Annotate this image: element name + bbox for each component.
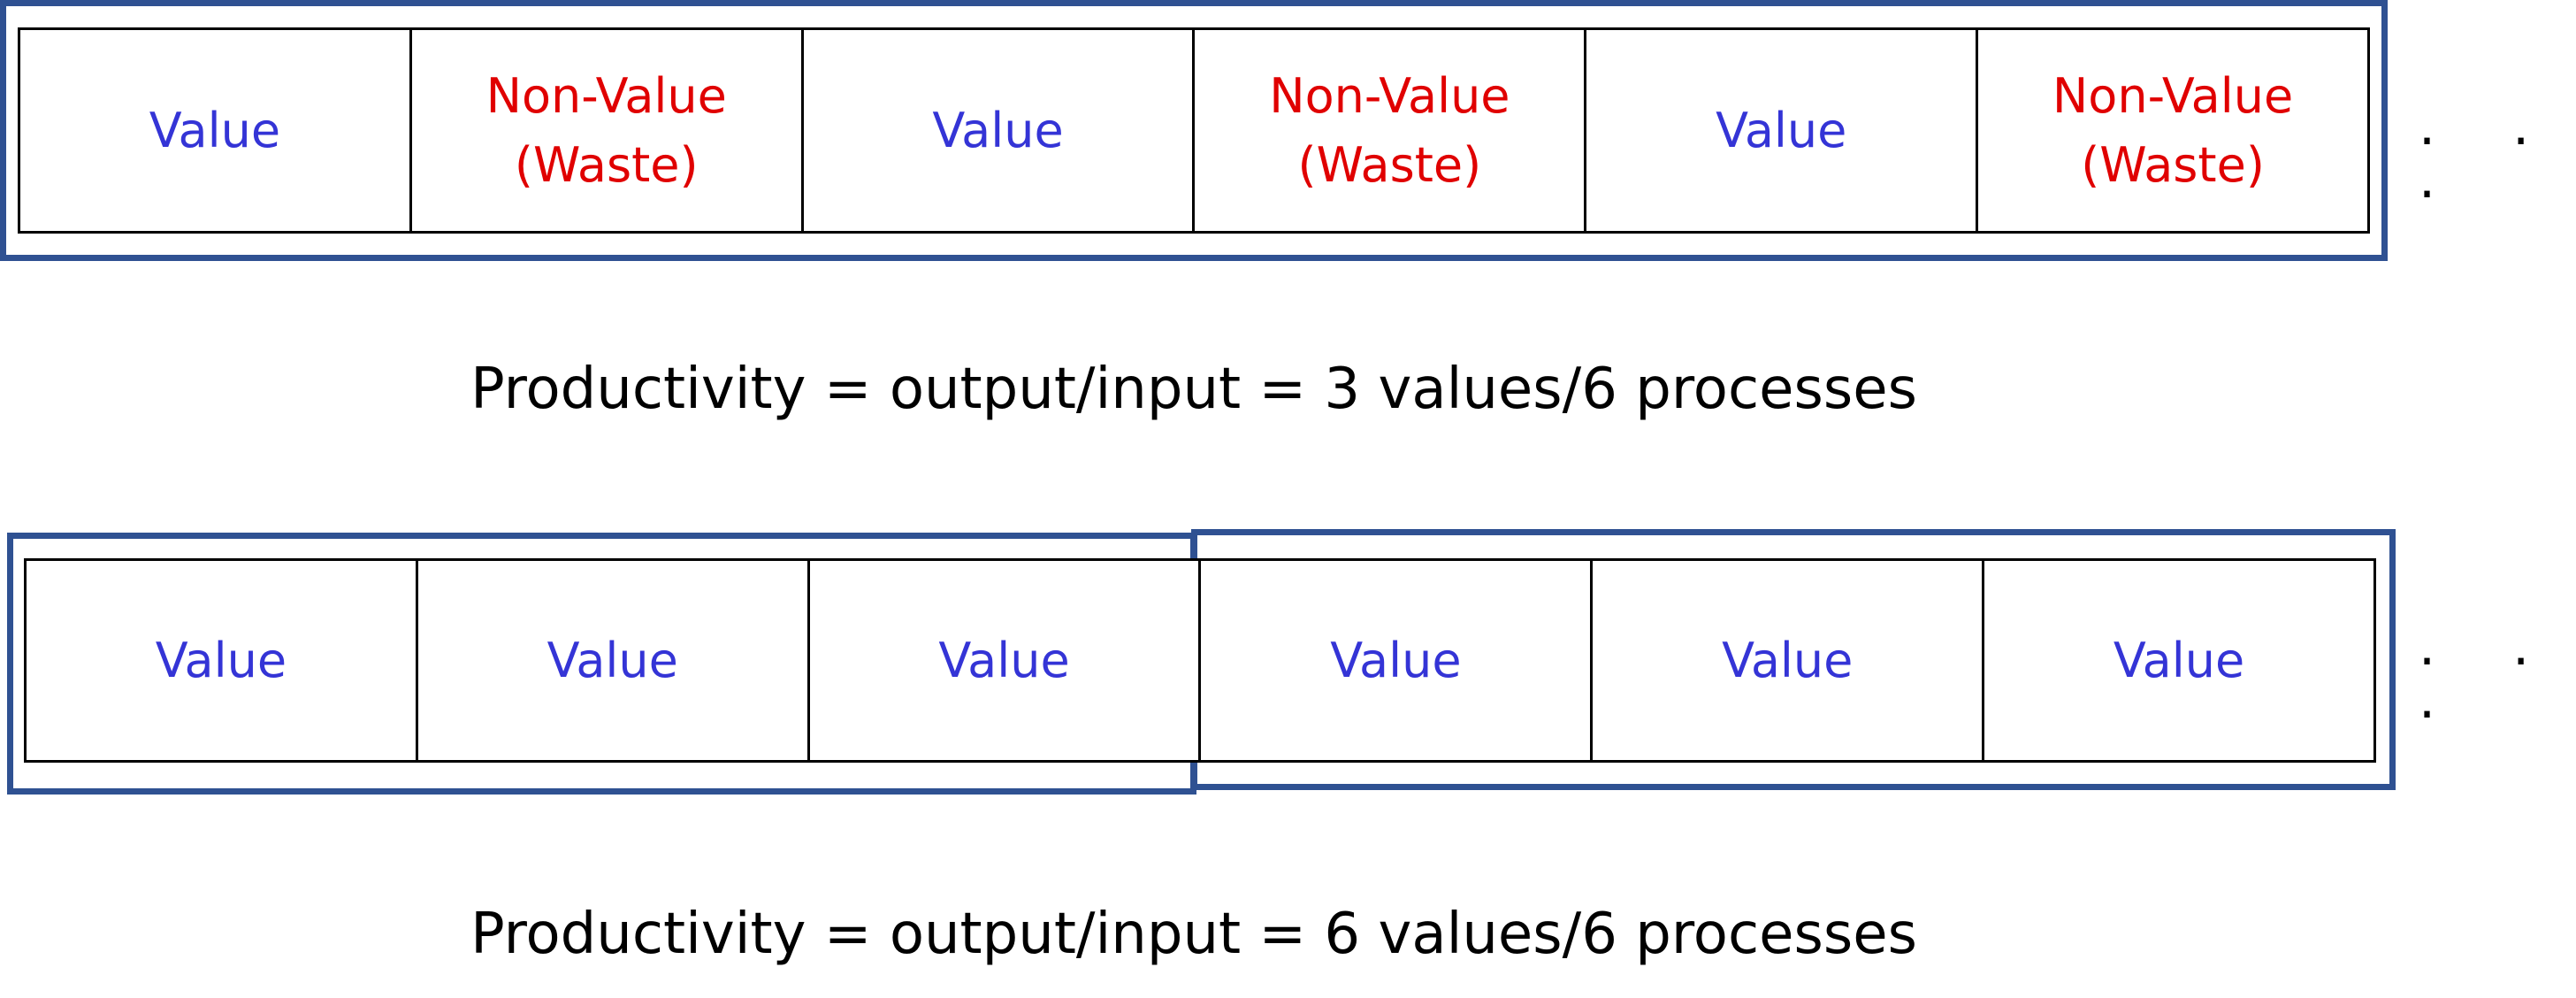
process-cell-value: Value xyxy=(27,561,418,760)
process-cell-value: Value xyxy=(1593,561,1985,760)
productivity-formula-bottom: Productivity = output/input = 6 values/6… xyxy=(470,902,1917,967)
process-group-frame-top xyxy=(0,0,2388,261)
process-cell-value: Value xyxy=(1586,30,1979,231)
process-cell-value: Value xyxy=(810,561,1202,760)
process-cell-value: Value xyxy=(418,561,810,760)
process-cell-value: Value xyxy=(1201,561,1594,760)
process-cell-value: Value xyxy=(804,30,1196,231)
process-row-bottom: Value Value Value Value Value Value xyxy=(24,558,2376,763)
continuation-ellipsis-bottom: · · · xyxy=(2419,631,2560,746)
process-cell-waste: Non-Value (Waste) xyxy=(412,30,804,231)
continuation-ellipsis-top: · · · xyxy=(2419,111,2560,226)
process-row-top: Value Non-Value (Waste) Value Non-Value … xyxy=(18,27,2370,234)
process-cell-waste: Non-Value (Waste) xyxy=(2052,67,2294,193)
process-cell-value: Value xyxy=(2113,632,2245,688)
productivity-formula-top: Productivity = output/input = 3 values/6… xyxy=(470,357,1917,422)
process-cell-waste: Non-Value (Waste) xyxy=(1195,30,1587,231)
process-cell-value: Value xyxy=(20,30,412,231)
